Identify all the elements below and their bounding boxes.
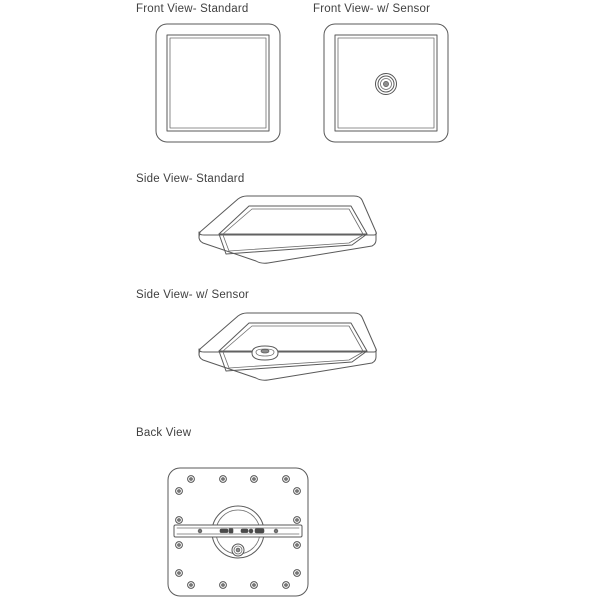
drawing-side-view-standard — [148, 188, 388, 278]
label-back-view: Back View — [136, 427, 192, 439]
screw-hole — [282, 581, 290, 589]
side-sensor-lens-inner — [222, 325, 364, 352]
mounting-bar-hole-right — [273, 528, 279, 534]
screw-hole — [219, 475, 227, 483]
screw-hole — [293, 516, 301, 524]
screw-hole — [293, 541, 301, 549]
back-screw-holes-bottom — [187, 581, 290, 589]
front-standard-frame-inner — [169, 37, 267, 129]
screw-hole — [293, 569, 301, 577]
front-sensor-frame-inner — [337, 37, 435, 129]
back-screw-holes-right — [293, 487, 301, 577]
side-standard-lens-inner — [222, 208, 364, 235]
front-standard-body — [155, 23, 281, 143]
mounting-bar-hole-left — [197, 528, 203, 534]
drawing-side-view-sensor — [148, 305, 388, 395]
front-sensor-frame-outer — [334, 34, 438, 132]
screw-hole — [175, 569, 183, 577]
side-standard-bottom-lip-inner — [222, 234, 364, 252]
label-front-view-standard: Front View- Standard — [136, 3, 249, 15]
screw-hole — [250, 475, 258, 483]
drawing-front-view-standard — [150, 18, 290, 158]
screw-hole — [175, 487, 183, 495]
screw-hole — [293, 487, 301, 495]
side-standard-edge-band — [198, 231, 377, 264]
side-standard-top-face — [199, 195, 377, 236]
side-sensor-bottom-lip-inner — [222, 351, 364, 369]
side-sensor-top-face — [199, 312, 377, 353]
drawing-back-view — [162, 462, 322, 602]
label-side-view-standard: Side View- Standard — [136, 173, 245, 185]
side-sensor-edge-band — [198, 348, 377, 381]
screw-hole — [250, 581, 258, 589]
back-screw-holes-top — [187, 475, 290, 483]
label-side-view-sensor: Side View- w/ Sensor — [136, 289, 250, 301]
front-standard-frame-outer — [166, 34, 270, 132]
sensor-dome-icon — [251, 345, 279, 361]
screw-hole — [175, 516, 183, 524]
side-sensor-bottom-lip — [218, 350, 368, 372]
mounting-bar — [173, 524, 303, 538]
center-hex-fitting — [231, 543, 245, 557]
back-screw-holes-left — [175, 487, 183, 577]
mounting-bar-slots — [219, 528, 265, 534]
screw-hole — [175, 541, 183, 549]
screw-hole — [282, 475, 290, 483]
sensor-eye-icon — [375, 73, 397, 95]
side-standard-bottom-lip — [218, 233, 368, 255]
screw-hole — [219, 581, 227, 589]
screw-hole — [187, 475, 195, 483]
drawing-front-view-sensor — [318, 18, 458, 158]
label-front-view-sensor: Front View- w/ Sensor — [313, 3, 431, 15]
screw-hole — [187, 581, 195, 589]
